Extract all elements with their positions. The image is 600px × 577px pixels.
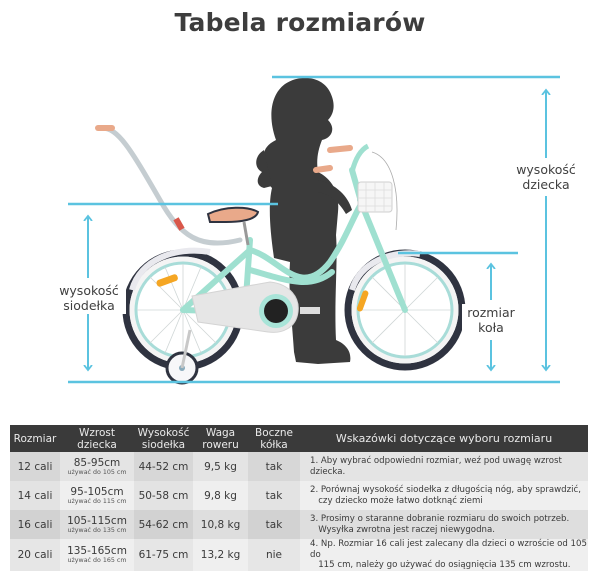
child-silhouette-icon [256,77,352,364]
cell-training-wheels: tak [248,510,300,539]
size-diagram [68,75,560,385]
cell-training-wheels: tak [248,481,300,510]
header-size: Rozmiar [10,425,60,452]
cell-seat: 44-52 cm [134,452,193,481]
cell-weight: 13,2 kg [193,539,248,571]
cell-tip: 1. Aby wybrać odpowiedni rozmiar, weź po… [300,452,588,481]
cell-weight: 10,8 kg [193,510,248,539]
cell-tip: 3. Prosimy o staranne dobranie rozmiaru … [300,510,588,539]
cell-weight: 9,8 kg [193,481,248,510]
label-child-height: wysokość dziecka [510,161,582,193]
measure-lines [68,75,560,384]
label-seat-height: wysokość siodełka [52,282,126,314]
cell-seat: 54-62 cm [134,510,193,539]
label-wheel-size: rozmiar koła [462,304,520,336]
bicycle-icon [95,125,466,385]
cell-tip: 2. Porównaj wysokość siodełka z długości… [300,481,588,510]
measure-arrow-icon [88,90,546,370]
cell-tip: 4. Np. Rozmiar 16 cali jest zalecany dla… [300,539,588,571]
cell-training-wheels: tak [248,452,300,481]
cell-weight: 9,5 kg [193,452,248,481]
header-tips: Wskazówki dotyczące wyboru rozmiaru [300,425,588,452]
cell-size: 14 cali [10,481,60,510]
cell-size: 20 cali [10,539,60,571]
cell-training-wheels: nie [248,539,300,571]
cell-seat: 61-75 cm [134,539,193,571]
cell-size: 12 cali [10,452,60,481]
cell-size: 16 cali [10,510,60,539]
cell-seat: 50-58 cm [134,481,193,510]
page-title: Tabela rozmiarów [174,8,426,37]
